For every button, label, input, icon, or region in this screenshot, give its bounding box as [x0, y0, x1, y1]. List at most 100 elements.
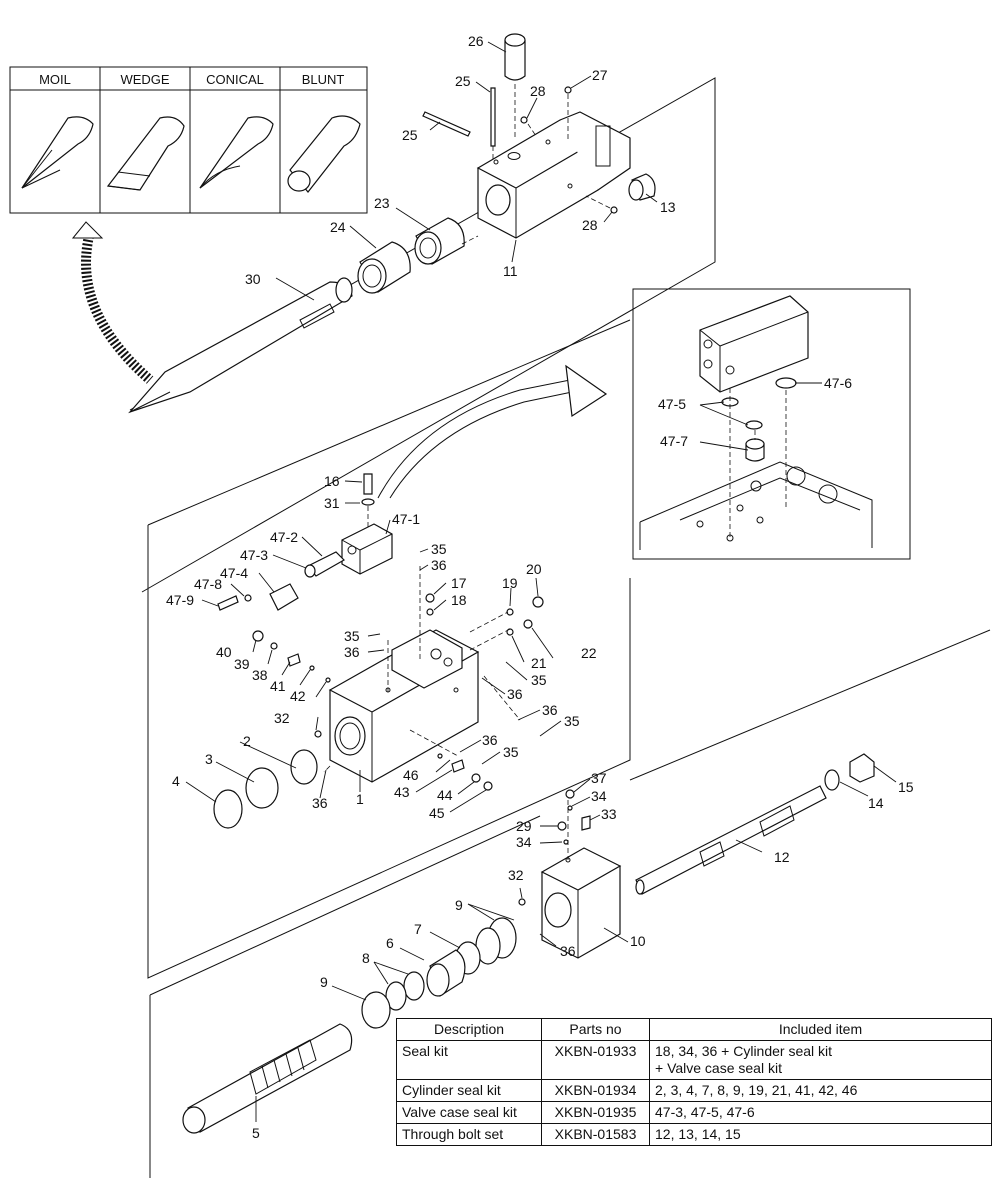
oring-18: [426, 608, 434, 616]
callout-30: 30: [245, 271, 261, 287]
oring-46: [437, 753, 443, 759]
row-description: Cylinder seal kit: [396, 1079, 542, 1102]
plug-29: [557, 821, 567, 831]
tool-tips-panel: MOIL WEDGE CONICAL BLUNT: [9, 66, 368, 214]
seal-8-b: [385, 981, 407, 1011]
callout-25-b: 25: [402, 127, 418, 143]
callout-4: 4: [172, 773, 180, 789]
bush-13: [628, 173, 656, 201]
callout-19: 19: [502, 575, 518, 591]
callout-12: 12: [774, 849, 790, 865]
piston-5: [182, 1023, 353, 1134]
oring-19: [506, 608, 514, 616]
callout-36-a: 36: [431, 557, 447, 573]
table-header-row: Description Parts no Included item: [396, 1018, 992, 1041]
seal-2: [290, 749, 318, 785]
row-included-item: 47-3, 47-5, 47-6: [649, 1101, 992, 1124]
callout-21: 21: [531, 655, 547, 671]
valve-47-1: [341, 523, 393, 575]
plug-27: [564, 86, 572, 94]
callout-32-a: 32: [274, 710, 290, 726]
callout-8: 8: [362, 950, 370, 966]
plug-43: [451, 759, 465, 773]
callout-46: 46: [403, 767, 419, 783]
header-description: Description: [396, 1018, 542, 1041]
plug-28-side: [610, 206, 618, 214]
oring-34-bottom: [563, 839, 569, 845]
callout-47-8: 47-8: [194, 576, 222, 592]
blunt-tip-icon: [287, 115, 361, 193]
oring-34-top: [567, 805, 573, 811]
callout-3: 3: [205, 751, 213, 767]
cylinder-1: [328, 629, 480, 783]
seal-kit-table: Description Parts no Included item Seal …: [396, 1018, 992, 1146]
callout-18: 18: [451, 592, 467, 608]
callout-33: 33: [601, 806, 617, 822]
callout-40: 40: [216, 644, 232, 660]
callout-26: 26: [468, 33, 484, 49]
callout-35-a: 35: [431, 541, 447, 557]
plug-38: [287, 653, 301, 667]
callout-15: 15: [898, 779, 914, 795]
ring-bush-24: [357, 241, 411, 294]
seal-8-a: [403, 971, 425, 1001]
callout-47-6: 47-6: [824, 375, 852, 391]
plug-45: [483, 781, 493, 791]
callout-23: 23: [374, 195, 390, 211]
bottom-assembly-panel: [149, 629, 991, 1178]
callout-20: 20: [526, 561, 542, 577]
oring-41: [309, 665, 315, 671]
callout-41: 41: [270, 678, 286, 694]
seal-retainer-6: [426, 949, 466, 997]
callout-9-a: 9: [455, 897, 463, 913]
callout-47-3: 47-3: [240, 547, 268, 563]
leader-lines: [185, 41, 897, 1122]
callout-11: 11: [503, 263, 518, 279]
callout-5: 5: [252, 1125, 260, 1141]
row-description: Seal kit: [396, 1040, 542, 1080]
oring-42: [325, 677, 331, 683]
valve-detail-inset: [632, 288, 911, 560]
plug-17: [425, 593, 435, 603]
row-description: Valve case seal kit: [396, 1101, 542, 1124]
through-bolt-12: [635, 785, 827, 895]
plug-28-top: [520, 116, 528, 124]
callout-32-b: 32: [508, 867, 524, 883]
cover-47-4: [269, 583, 299, 611]
row-included-item: 18, 34, 36 + Cylinder seal kit + Valve c…: [649, 1040, 992, 1080]
callout-36-d: 36: [542, 702, 558, 718]
tip-label-moil: MOIL: [39, 72, 71, 87]
plug-44: [471, 773, 481, 783]
plug-33: [581, 815, 591, 831]
tip-label-wedge: WEDGE: [120, 72, 169, 87]
washer-14: [824, 769, 840, 791]
callout-36-b: 36: [344, 644, 360, 660]
callout-7: 7: [414, 921, 422, 937]
row-parts-no: XKBN-01933: [541, 1040, 650, 1080]
callout-47-2: 47-2: [270, 529, 298, 545]
callout-35-b: 35: [344, 628, 360, 644]
plug-37: [565, 789, 575, 799]
pin-32-lower: [518, 898, 526, 906]
callout-34-b: 34: [516, 834, 532, 850]
part-callouts: 26 25 25 28 27 13 28 11 23 24 30 47-5 47…: [166, 33, 914, 1141]
arrow-to-detail-inset: [377, 364, 608, 499]
callout-6: 6: [386, 935, 394, 951]
back-head-10: [540, 847, 622, 959]
callout-45: 45: [429, 805, 445, 821]
top-dashed-axes: [461, 84, 611, 245]
callout-10: 10: [630, 933, 646, 949]
stop-pin-25-vertical: [490, 87, 496, 147]
callout-42: 42: [290, 688, 306, 704]
plug-22: [523, 619, 533, 629]
table-row: Valve case seal kit XKBN-01935 47-3, 47-…: [396, 1101, 992, 1124]
valve-spool-47-2: [304, 551, 345, 578]
row-description: Through bolt set: [396, 1123, 542, 1146]
row-parts-no: XKBN-01935: [541, 1101, 650, 1124]
seal-9-front: [361, 991, 391, 1029]
callout-34-a: 34: [591, 788, 607, 804]
callout-36-c: 36: [507, 686, 523, 702]
callout-47-4: 47-4: [220, 565, 248, 581]
callout-47-9: 47-9: [166, 592, 194, 608]
